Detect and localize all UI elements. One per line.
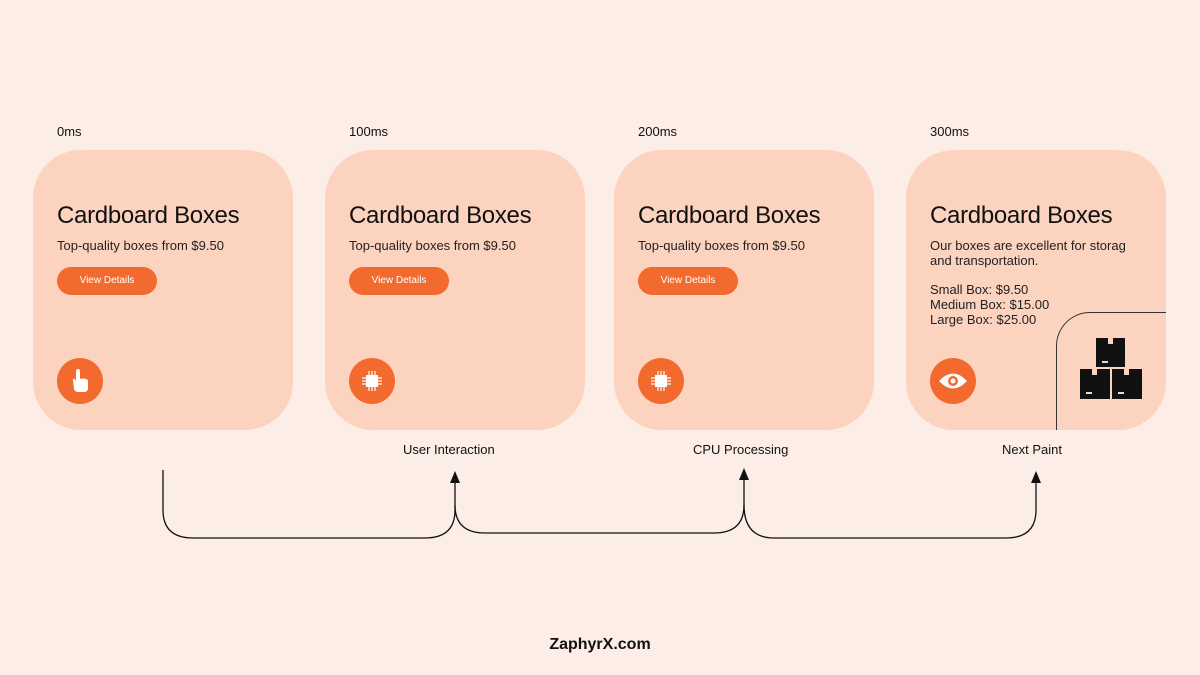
frame-card-300ms: Cardboard Boxes Our boxes are excellent … <box>906 150 1166 430</box>
stacked-boxes-icon <box>1080 338 1142 399</box>
illustration-panel <box>1056 312 1166 430</box>
time-label-300ms: 300ms <box>930 124 970 139</box>
view-details-button[interactable]: View Details <box>57 267 157 295</box>
card-subtitle: Top-quality boxes from $9.50 <box>57 238 224 253</box>
time-label-200ms: 200ms <box>638 124 678 139</box>
stage-label-next-paint: Next Paint <box>1002 442 1062 457</box>
price-list: Small Box: $9.50 Medium Box: $15.00 Larg… <box>930 282 1166 327</box>
card-title: Cardboard Boxes <box>930 202 1113 229</box>
card-subtitle: Top-quality boxes from $9.50 <box>638 238 805 253</box>
frame-card-100ms: Cardboard Boxes Top-quality boxes from $… <box>325 150 585 430</box>
price-medium: Medium Box: $15.00 <box>930 297 1050 312</box>
time-label-100ms: 100ms <box>349 124 389 139</box>
card-title: Cardboard Boxes <box>349 202 532 229</box>
time-label-0ms: 0ms <box>57 124 82 139</box>
pointing-hand-icon <box>57 358 103 404</box>
eye-icon <box>930 358 976 404</box>
stage-label-user-interaction: User Interaction <box>403 442 495 457</box>
price-small: Small Box: $9.50 <box>930 282 1029 297</box>
card-title: Cardboard Boxes <box>638 202 821 229</box>
card-description: Our boxes are excellent for storag and t… <box>930 238 1126 268</box>
card-subtitle: Top-quality boxes from $9.50 <box>349 238 516 253</box>
frame-card-0ms: Cardboard Boxes Top-quality boxes from $… <box>33 150 293 430</box>
card-title: Cardboard Boxes <box>57 202 240 229</box>
view-details-button[interactable]: View Details <box>349 267 449 295</box>
frame-card-200ms: Cardboard Boxes Top-quality boxes from $… <box>614 150 874 430</box>
cpu-chip-icon <box>638 358 684 404</box>
price-large: Large Box: $25.00 <box>930 312 1037 327</box>
stage-label-cpu-processing: CPU Processing <box>693 442 789 457</box>
cpu-chip-icon <box>349 358 395 404</box>
footer-brand: ZaphyrX.com <box>549 636 651 653</box>
view-details-button[interactable]: View Details <box>638 267 738 295</box>
